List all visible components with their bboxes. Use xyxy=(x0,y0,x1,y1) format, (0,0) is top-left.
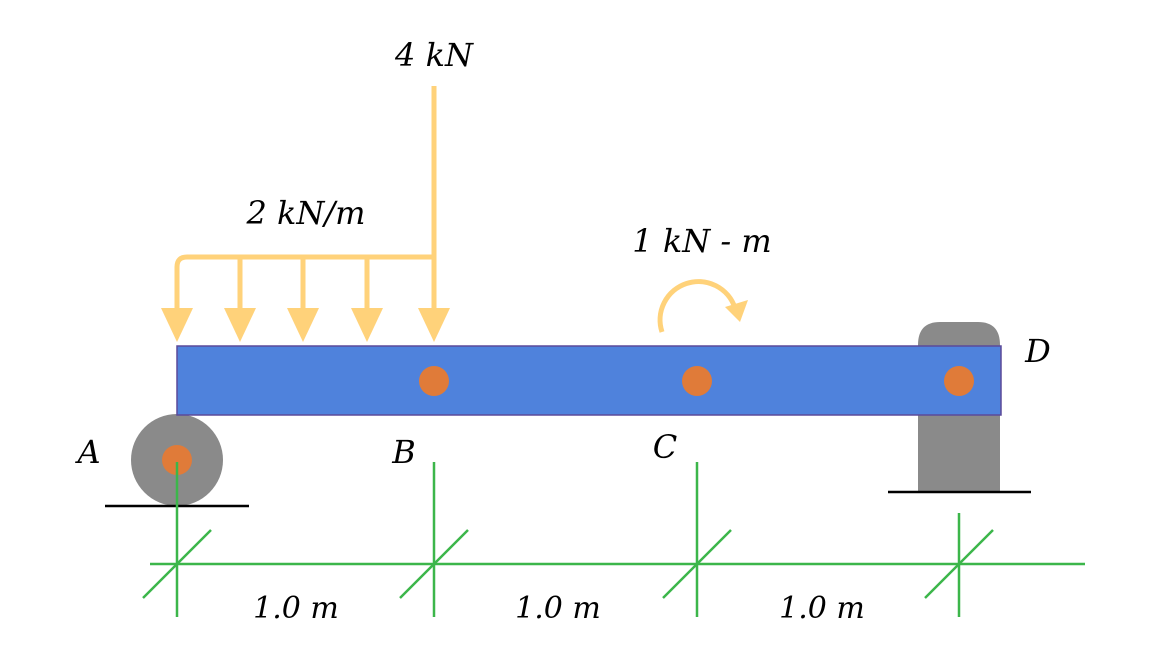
span-label-bc: 1.0 m xyxy=(515,591,601,626)
arrowhead-icon xyxy=(224,308,256,342)
moment-arrow xyxy=(657,279,748,333)
arrowhead-icon xyxy=(725,300,748,322)
node-a-pin xyxy=(162,445,192,475)
node-d xyxy=(944,366,974,396)
distributed-load-label: 2 kN/m xyxy=(245,194,365,232)
node-label-d: D xyxy=(1024,332,1051,370)
distributed-load-arrowheads xyxy=(161,308,383,342)
point-load-arrow xyxy=(418,86,450,342)
node-label-a: A xyxy=(74,433,100,471)
arrowhead-icon xyxy=(287,308,319,342)
moment-label: 1 kN - m xyxy=(632,222,771,260)
node-label-c: C xyxy=(653,428,677,466)
span-label-ab: 1.0 m xyxy=(253,591,339,626)
node-b xyxy=(419,366,449,396)
arrowhead-icon xyxy=(418,308,450,342)
arrowhead-icon xyxy=(161,308,193,342)
distributed-load xyxy=(174,254,434,312)
point-load-label: 4 kN xyxy=(394,36,474,74)
span-label-cd: 1.0 m xyxy=(779,591,865,626)
node-label-b: B xyxy=(391,433,416,471)
arrowhead-icon xyxy=(351,308,383,342)
dimension-lines xyxy=(142,462,1085,617)
node-c xyxy=(682,366,712,396)
beam xyxy=(176,345,1002,416)
